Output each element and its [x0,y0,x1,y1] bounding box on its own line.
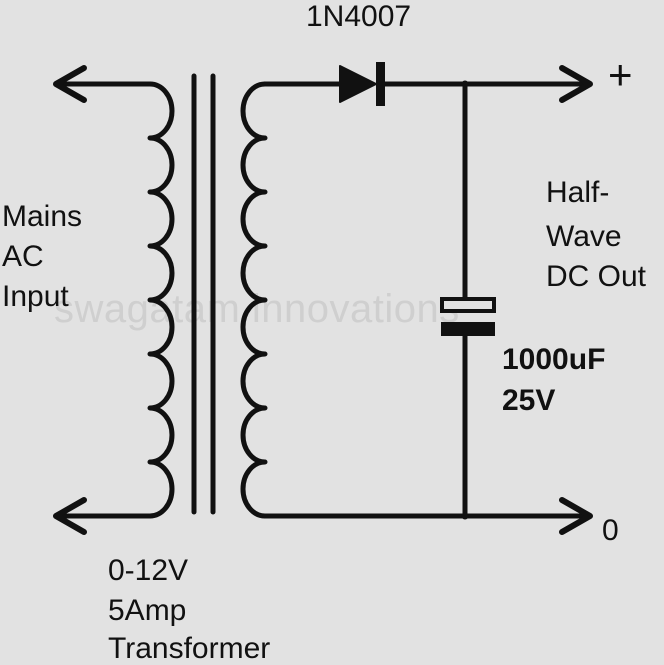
input-title-line-2: AC [2,240,44,273]
output-title-line-1: Half- [546,176,610,209]
transformer-title-line-1: 0-12V [108,554,189,587]
transformer-title-line-2: 5Amp [108,594,187,627]
input-title-line-3: Input [2,280,69,313]
capacitor-value-label: 1000uF [502,343,606,376]
primary-top-arrowhead [53,65,87,103]
output-title-line-2: Wave [546,220,622,253]
secondary-coil [240,81,268,519]
junction-top [461,80,469,88]
junction-bottom [461,512,469,520]
input-title-line-1: Mains [2,200,83,233]
output-zero-arrowhead [559,497,593,535]
diode-symbol [339,65,377,103]
output-positive-arrowhead [559,65,593,103]
capacitor-positive-plate [440,297,496,313]
primary-coil [147,81,175,519]
diode-label: 1N4007 [306,0,412,33]
transformer-title-line-3: Transformer [108,632,271,665]
diode-cathode-bar [376,62,385,106]
primary-bottom-arrowhead [53,497,87,535]
output-positive-label: + [608,51,633,98]
output-zero-label: 0 [602,514,619,547]
capacitor-voltage-label: 25V [502,384,556,417]
output-title-line-3: DC Out [546,260,647,293]
capacitor-negative-plate [441,322,495,336]
